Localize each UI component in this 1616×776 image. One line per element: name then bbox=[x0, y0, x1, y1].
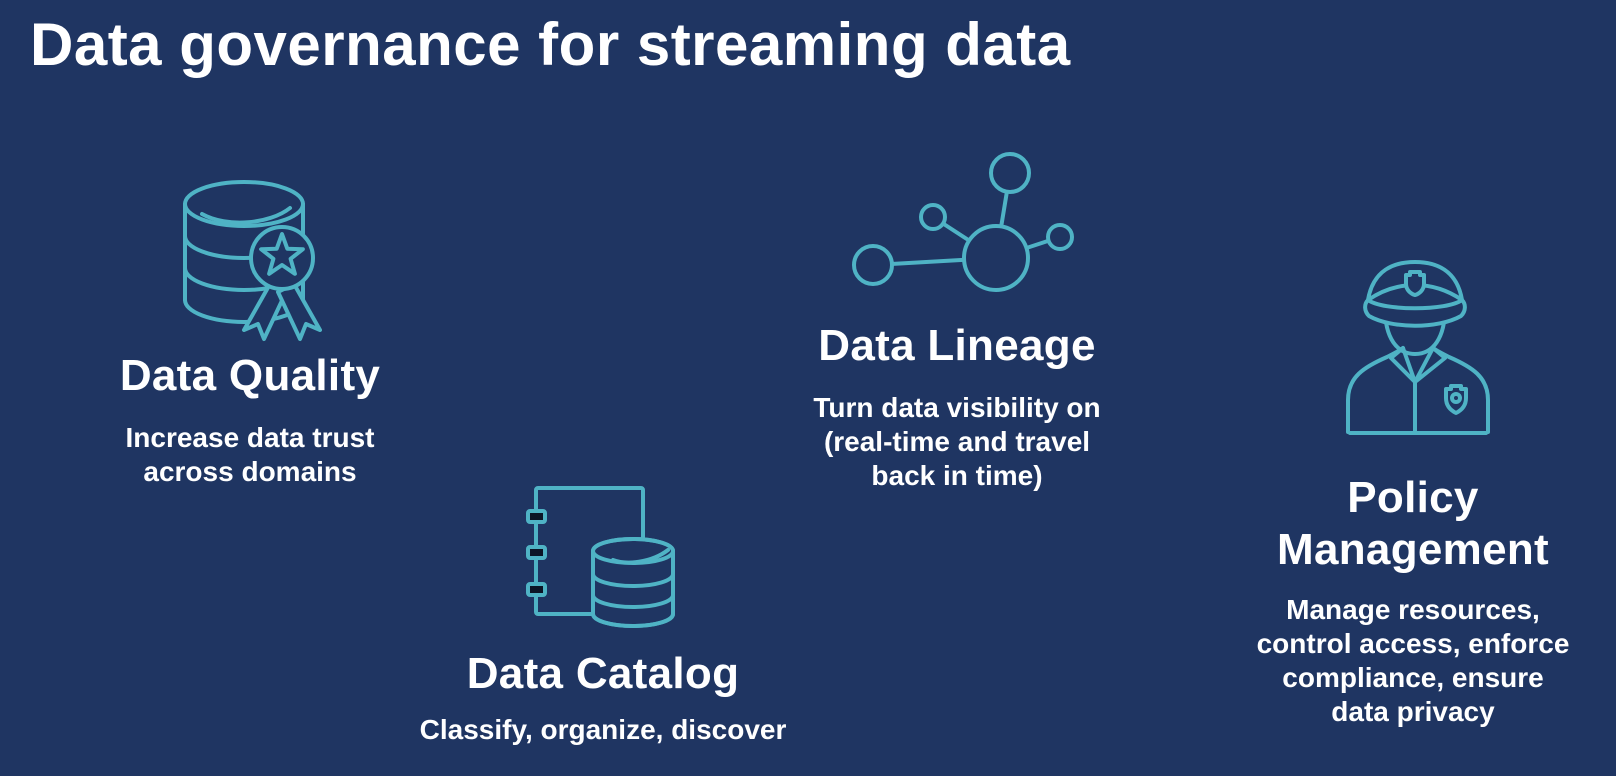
section-title-policy-management: Policy Management bbox=[1277, 472, 1549, 576]
desc-line: (real-time and travel bbox=[823, 426, 1091, 457]
desc-line: back in time) bbox=[871, 460, 1043, 491]
desc-line: Classify, organize, discover bbox=[419, 714, 787, 745]
title-line: Policy bbox=[1347, 473, 1479, 522]
desc-line: Manage resources, bbox=[1286, 594, 1540, 625]
desc-line: across domains bbox=[143, 456, 357, 487]
desc-line: control access, enforce bbox=[1256, 628, 1570, 659]
section-title-data-catalog: Data Catalog bbox=[466, 649, 740, 698]
network-nodes-icon bbox=[838, 145, 1078, 305]
section-title-data-lineage: Data Lineage bbox=[818, 321, 1096, 370]
desc-line: Turn data visibility on bbox=[813, 392, 1101, 423]
desc-line: Increase data trust bbox=[125, 422, 375, 453]
desc-line: compliance, ensure bbox=[1282, 662, 1544, 693]
section-desc-data-quality: Increase data trust across domains bbox=[126, 421, 375, 489]
section-desc-data-catalog: Classify, organize, discover bbox=[420, 713, 787, 747]
section-title-data-quality: Data Quality bbox=[119, 351, 381, 400]
database-award-icon bbox=[182, 176, 322, 344]
catalog-database-icon bbox=[526, 484, 678, 629]
police-officer-icon bbox=[1342, 256, 1492, 436]
title-line: Management bbox=[1277, 525, 1549, 574]
section-desc-data-lineage: Turn data visibility on (real-time and t… bbox=[813, 391, 1100, 493]
page-title: Data governance for streaming data bbox=[30, 11, 1071, 78]
section-desc-policy-management: Manage resources, control access, enforc… bbox=[1257, 593, 1570, 729]
desc-line: data privacy bbox=[1331, 696, 1495, 727]
